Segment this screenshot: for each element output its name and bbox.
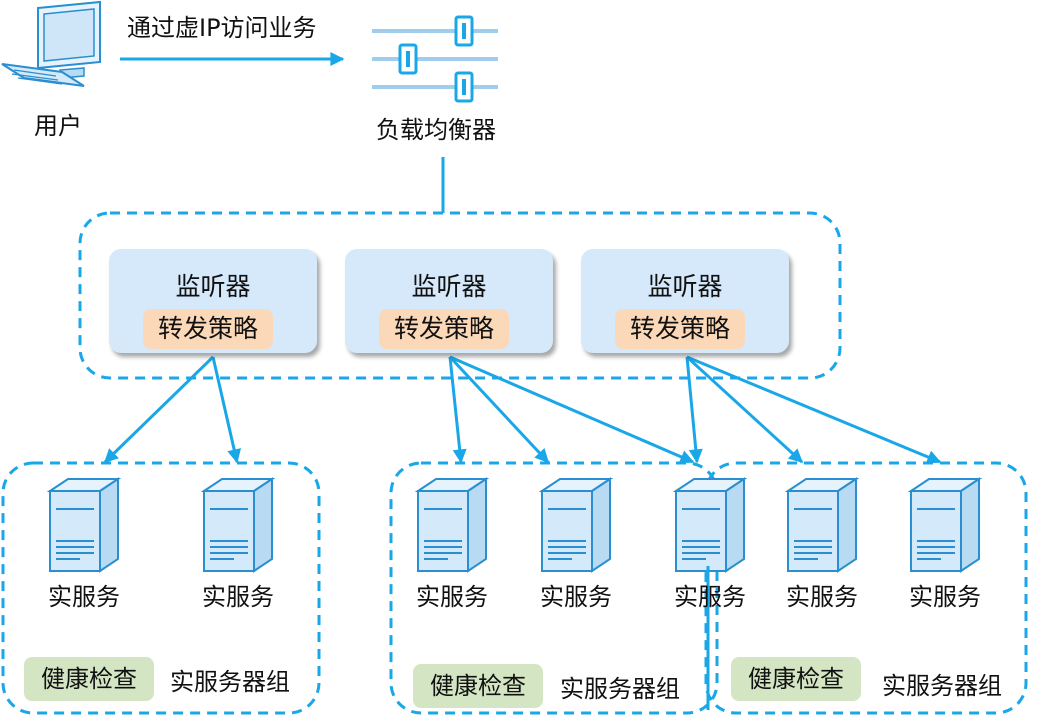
request-label: 通过虚IP访问业务 xyxy=(127,14,317,42)
server-label: 实服务 xyxy=(48,583,120,611)
server-icon xyxy=(541,478,611,572)
server-icon xyxy=(417,478,487,572)
forwarding-policy[interactable]: 转发策略 xyxy=(615,309,745,349)
server-icon xyxy=(910,478,980,572)
load-balancer-label: 负载均衡器 xyxy=(376,116,496,144)
listener-group-frame xyxy=(78,211,842,380)
user-label: 用户 xyxy=(34,112,82,140)
server-group-label: 实服务器组 xyxy=(882,672,1002,700)
server-icon xyxy=(787,478,857,572)
server-group-label: 实服务器组 xyxy=(560,675,680,703)
sliders-icon xyxy=(372,15,498,103)
desktop-computer-icon xyxy=(1,0,101,87)
server-label: 实服务 xyxy=(202,583,274,611)
listener-title: 监听器 xyxy=(647,272,723,301)
server-icon xyxy=(675,478,745,572)
forwarding-policy[interactable]: 转发策略 xyxy=(379,309,509,349)
listener-title: 监听器 xyxy=(175,272,251,301)
server-group-label: 实服务器组 xyxy=(170,668,290,696)
listener-card[interactable]: 监听器 转发策略 xyxy=(109,249,317,353)
listener-card[interactable]: 监听器 转发策略 xyxy=(581,249,789,353)
server-label: 实服务 xyxy=(786,583,858,611)
server-group-frame-2 xyxy=(389,461,719,715)
server-group-frame-1 xyxy=(1,461,321,715)
forwarding-policy[interactable]: 转发策略 xyxy=(143,309,273,349)
server-label: 实服务 xyxy=(909,583,981,611)
routing-arrows xyxy=(103,355,942,464)
server-label: 实服务 xyxy=(416,583,488,611)
health-check-badge[interactable]: 健康检查 xyxy=(24,657,154,701)
server-icon xyxy=(49,478,119,572)
listener-card[interactable]: 监听器 转发策略 xyxy=(345,249,553,353)
server-icon xyxy=(203,478,273,572)
health-check-badge[interactable]: 健康检查 xyxy=(731,657,861,701)
server-label: 实服务 xyxy=(674,583,746,611)
health-check-badge[interactable]: 健康检查 xyxy=(413,664,543,708)
listener-title: 监听器 xyxy=(411,272,487,301)
server-label: 实服务 xyxy=(540,583,612,611)
